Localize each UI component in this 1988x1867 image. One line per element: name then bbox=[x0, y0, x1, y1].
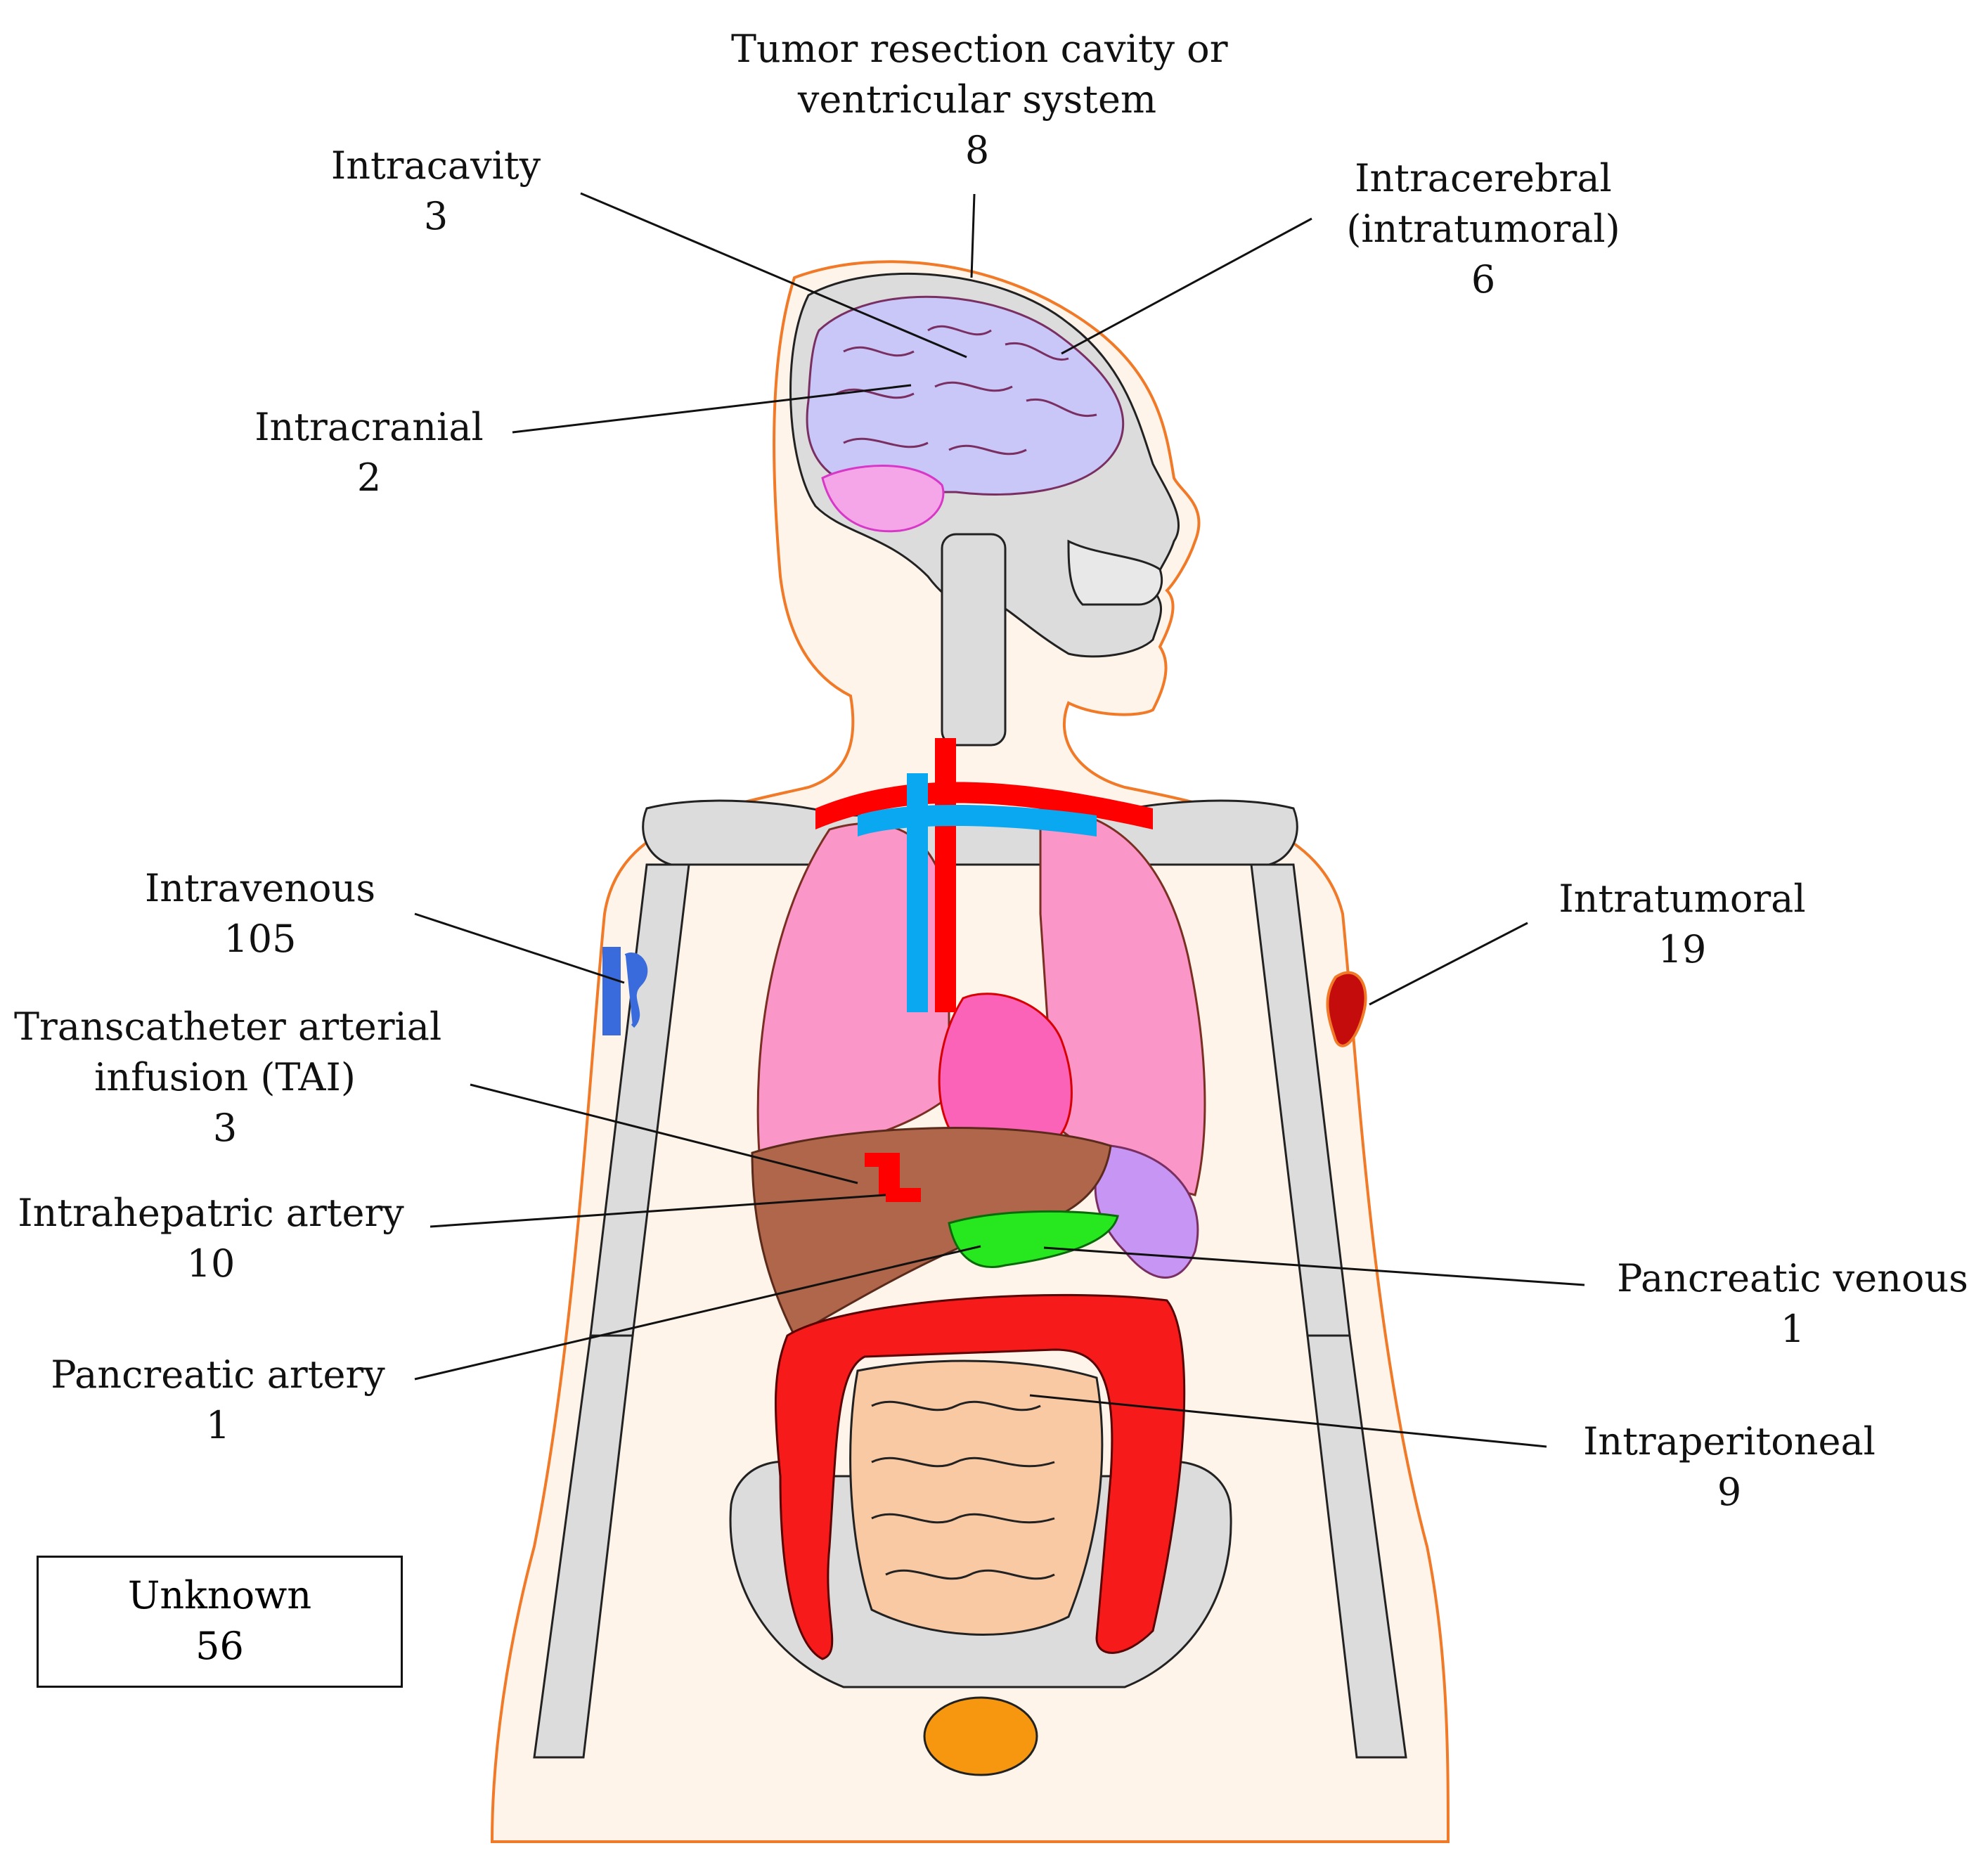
label-intracerebral-line2: (intratumoral) bbox=[1346, 207, 1620, 251]
label-intracerebral-line1: Intracerebral bbox=[1355, 156, 1612, 200]
heart bbox=[938, 993, 1073, 1147]
label-tumor-resection: Tumor resection cavity or ventricular sy… bbox=[731, 24, 1228, 176]
brain-gyri bbox=[836, 325, 1097, 456]
arm-veins bbox=[602, 947, 648, 1035]
label-tai: Transcatheter arterial infusion (TAI) 3 bbox=[14, 1002, 442, 1154]
leader-intracranial bbox=[512, 384, 912, 434]
label-tumor-resection-count: 8 bbox=[964, 128, 990, 172]
leader-intrahepatic bbox=[430, 1194, 886, 1228]
label-tai-line1: Transcatheter arterial bbox=[14, 1004, 442, 1049]
label-tai-count: 3 bbox=[212, 1106, 238, 1150]
brachiocephalic-veins bbox=[858, 805, 1097, 836]
leader-intratumoral bbox=[1369, 922, 1528, 1006]
label-pancreatic-artery-count: 1 bbox=[205, 1403, 231, 1447]
jaw bbox=[1067, 539, 1163, 606]
pancreas bbox=[948, 1210, 1119, 1268]
label-intracavity-name: Intracavity bbox=[330, 143, 541, 188]
label-intravenous-count: 105 bbox=[224, 917, 297, 961]
label-intratumoral-count: 19 bbox=[1658, 927, 1707, 971]
small-intestine bbox=[849, 1359, 1104, 1636]
label-intracerebral: Intracerebral (intratumoral) 6 bbox=[1308, 153, 1659, 305]
label-tai-line2: infusion (TAI) bbox=[94, 1055, 356, 1099]
label-intracranial-name: Intracranial bbox=[254, 405, 484, 449]
label-intraperitoneal: Intraperitoneal 9 bbox=[1561, 1416, 1898, 1518]
unknown-box-count: 56 bbox=[195, 1624, 244, 1668]
label-intrahepatic: Intrahepatric artery 10 bbox=[14, 1188, 408, 1289]
label-intracavity-count: 3 bbox=[423, 194, 448, 238]
vena-cava bbox=[907, 773, 928, 1012]
label-pancreatic-artery-name: Pancreatic artery bbox=[51, 1352, 385, 1397]
label-pancreatic-venous-count: 1 bbox=[1780, 1307, 1805, 1351]
label-tumor-resection-line1: Tumor resection cavity or bbox=[731, 27, 1228, 71]
label-intratumoral: Intratumoral 19 bbox=[1542, 874, 1823, 975]
label-intravenous-name: Intravenous bbox=[144, 866, 376, 910]
label-pancreatic-venous-name: Pancreatic venous bbox=[1617, 1256, 1968, 1300]
leader-intracerebral bbox=[1061, 217, 1312, 355]
label-intrahepatic-count: 10 bbox=[186, 1241, 235, 1286]
leader-intracavity bbox=[580, 192, 967, 358]
unknown-box: Unknown 56 bbox=[37, 1556, 403, 1688]
leader-intraperitoneal bbox=[1029, 1394, 1547, 1448]
label-intraperitoneal-name: Intraperitoneal bbox=[1583, 1419, 1876, 1464]
label-intracerebral-count: 6 bbox=[1471, 257, 1496, 302]
leader-pancreatic-artery bbox=[414, 1245, 981, 1381]
label-intravenous: Intravenous 105 bbox=[120, 863, 401, 964]
colon bbox=[774, 1293, 1186, 1660]
stomach bbox=[1094, 1144, 1199, 1279]
leader-tai bbox=[470, 1083, 858, 1184]
label-intrahepatic-name: Intrahepatric artery bbox=[18, 1191, 404, 1235]
brain bbox=[806, 295, 1125, 496]
label-intracavity: Intracavity 3 bbox=[295, 141, 576, 242]
label-intratumoral-name: Intratumoral bbox=[1558, 877, 1806, 921]
hepatic-artery bbox=[865, 1153, 921, 1202]
label-pancreatic-venous: Pancreatic venous 1 bbox=[1610, 1253, 1975, 1355]
left-forearm bbox=[533, 1334, 634, 1759]
label-intracranial-count: 2 bbox=[356, 456, 382, 500]
arm-tumor bbox=[1326, 971, 1367, 1047]
leader-pancreatic-venous bbox=[1043, 1246, 1585, 1286]
unknown-box-name: Unknown bbox=[127, 1573, 312, 1617]
intestine-loops bbox=[871, 1400, 1055, 1580]
aorta bbox=[935, 738, 956, 1012]
cervical-spine bbox=[941, 533, 1007, 747]
cerebellum bbox=[821, 465, 945, 533]
label-tumor-resection-line2: ventricular system bbox=[797, 77, 1157, 122]
bladder bbox=[923, 1696, 1038, 1776]
leader-intravenous bbox=[414, 912, 625, 984]
label-pancreatic-artery: Pancreatic artery 1 bbox=[42, 1350, 394, 1451]
leader-lines bbox=[414, 192, 1585, 1448]
label-intracranial: Intracranial 2 bbox=[228, 402, 510, 503]
leader-tumor-resection bbox=[970, 193, 976, 278]
label-intraperitoneal-count: 9 bbox=[1717, 1470, 1742, 1514]
right-forearm bbox=[1306, 1334, 1407, 1759]
aortic-arch bbox=[815, 782, 1153, 829]
